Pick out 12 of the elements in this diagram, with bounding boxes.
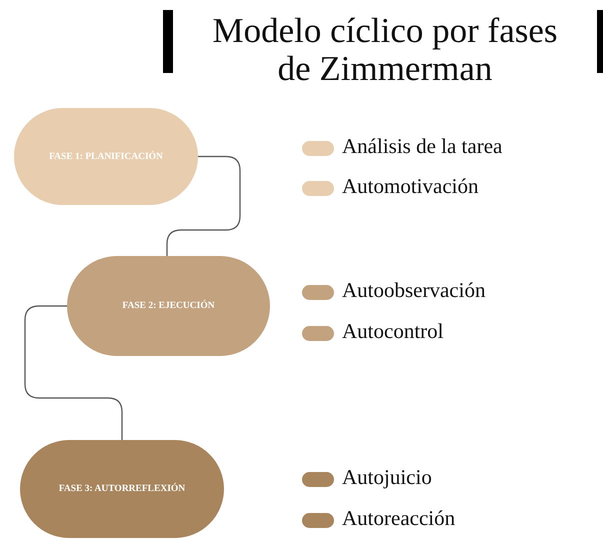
phase-label: FASE 2: EJECUCIÓN — [122, 301, 215, 311]
legend-label: Automotivación — [342, 174, 478, 198]
legend-label: Autocontrol — [342, 319, 444, 343]
phase-label: FASE 3: AUTORREFLEXIÓN — [58, 484, 186, 494]
connector-line — [24, 305, 123, 440]
legend-label: Autoobservación — [342, 278, 486, 302]
phase-label: FASE 1: PLANIFICACIÓN — [49, 152, 163, 162]
legend-label: Autoreacción — [342, 506, 456, 530]
legend-label: Análisis de la tarea — [342, 134, 502, 158]
legend-label: Autojuicio — [342, 465, 432, 489]
connector-line — [166, 156, 241, 256]
title: Modelo cíclico por fases de Zimmerman — [211, 12, 559, 88]
